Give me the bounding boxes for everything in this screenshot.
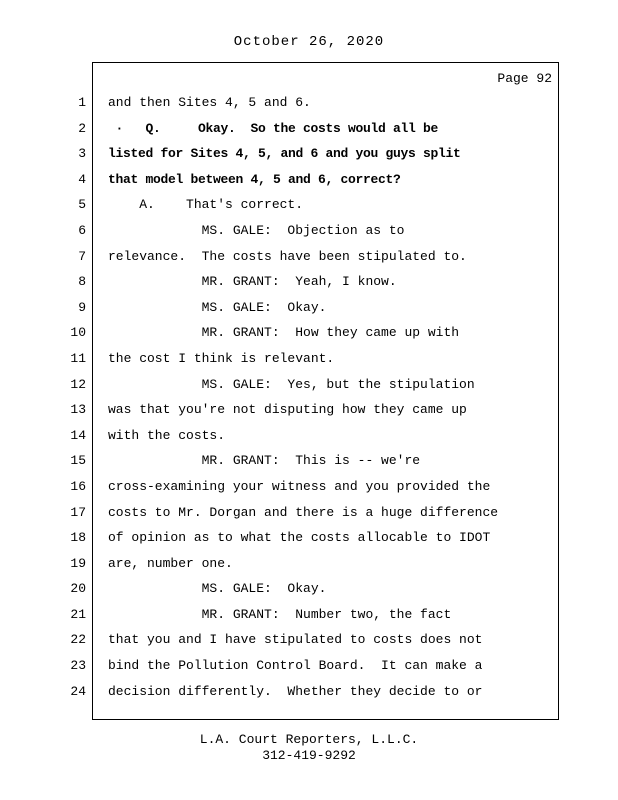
line-text: are, number one.: [108, 555, 233, 571]
line-text: bind the Pollution Control Board. It can…: [108, 658, 483, 674]
line-number: 19: [70, 555, 86, 571]
line-number: 18: [70, 530, 86, 546]
transcript-line: 8 MR. GRANT: Yeah, I know.: [0, 269, 618, 295]
transcript-line: 13 was that you're not disputing how they…: [0, 397, 618, 423]
line-number: 4: [78, 171, 86, 187]
line-number: 9: [78, 299, 86, 315]
transcript-line: 14 with the costs.: [0, 423, 618, 449]
line-number: 1: [78, 95, 86, 110]
line-text: MS. GALE: Okay.: [108, 299, 327, 315]
line-text: A. That's correct.: [108, 197, 304, 213]
line-text: MR. GRANT: This is -- we're: [108, 453, 421, 469]
date-header: October 26, 2020: [233, 34, 385, 50]
line-text: with the costs.: [108, 427, 226, 443]
line-number: 2: [78, 120, 86, 136]
transcript-line: 7 relevance. The costs have been stipulat…: [0, 244, 618, 270]
line-text: the cost I think is relevant.: [108, 350, 335, 366]
line-number: 23: [70, 658, 86, 674]
page-number-label: Page 92: [497, 71, 552, 86]
line-number: 22: [70, 632, 86, 648]
transcript-line: 3 listed for Sites 4, 5, and 6 and you gu…: [0, 141, 618, 167]
transcript-line: 20 MS. GALE: Okay.: [0, 576, 618, 602]
transcript-line: 1 and then Sites 4, 5 and 6.: [0, 90, 618, 116]
transcript-line: 16 cross-examining your witness and you p…: [0, 474, 618, 500]
line-text: · Q. Okay. So the costs would all be: [108, 120, 439, 136]
line-text: listed for Sites 4, 5, and 6 and you guy…: [108, 146, 461, 162]
line-text: costs to Mr. Dorgan and there is a huge …: [108, 504, 499, 520]
transcript-line: 2 · Q. Okay. So the costs would all be: [0, 116, 618, 142]
transcript-line: 21 MR. GRANT: Number two, the fact: [0, 602, 618, 628]
reporter-footer: L.A. Court Reporters, L.L.C. 312-419-929…: [0, 732, 618, 764]
line-text: and then Sites 4, 5 and 6.: [108, 95, 311, 110]
line-number: 20: [70, 581, 86, 597]
line-number: 16: [70, 478, 86, 494]
transcript-line: 18 of opinion as to what the costs alloca…: [0, 525, 618, 551]
transcript-line: 11 the cost I think is relevant.: [0, 346, 618, 372]
transcript-line: 5 A. That's correct.: [0, 192, 618, 218]
transcript-line: 12 MS. GALE: Yes, but the stipulation: [0, 372, 618, 398]
line-number: 6: [78, 222, 86, 238]
line-number: 7: [78, 248, 86, 264]
line-number: 21: [70, 606, 86, 622]
line-number: 10: [70, 325, 86, 341]
line-number: 15: [70, 453, 86, 469]
transcript-line: 22 that you and I have stipulated to cost…: [0, 627, 618, 653]
line-number: 14: [70, 427, 86, 443]
transcript-line: 6 MS. GALE: Objection as to: [0, 218, 618, 244]
transcript-lines: 1 and then Sites 4, 5 and 6. 2 · Q. Okay. …: [0, 90, 618, 704]
line-text: of opinion as to what the costs allocabl…: [108, 530, 491, 546]
transcript-line: 17 costs to Mr. Dorgan and there is a hug…: [0, 500, 618, 526]
line-text: MR. GRANT: Yeah, I know.: [108, 274, 397, 290]
line-number: 5: [78, 197, 86, 213]
line-text: relevance. The costs have been stipulate…: [108, 248, 467, 264]
line-text: that you and I have stipulated to costs …: [108, 632, 483, 648]
transcript-line: 15 MR. GRANT: This is -- we're: [0, 448, 618, 474]
transcript-border-box: [92, 62, 559, 720]
transcript-line: 24 decision differently. Whether they dec…: [0, 679, 618, 705]
line-number: 11: [70, 350, 86, 366]
line-number: 24: [70, 683, 86, 699]
transcript-line: 4 that model between 4, 5 and 6, correct?: [0, 167, 618, 193]
transcript-line: 9 MS. GALE: Okay.: [0, 295, 618, 321]
line-text: MS. GALE: Yes, but the stipulation: [108, 376, 475, 392]
line-number: 17: [70, 504, 86, 520]
line-number: 8: [78, 274, 86, 290]
line-number: 13: [70, 402, 86, 418]
line-text: that model between 4, 5 and 6, correct?: [108, 171, 401, 187]
line-text: was that you're not disputing how they c…: [108, 402, 467, 418]
line-number: 3: [78, 146, 86, 162]
transcript-line: 23 bind the Pollution Control Board. It c…: [0, 653, 618, 679]
line-text: MS. GALE: Objection as to: [108, 222, 405, 238]
line-text: MS. GALE: Okay.: [108, 581, 327, 597]
line-text: MR. GRANT: Number two, the fact: [108, 606, 452, 622]
reporter-name: L.A. Court Reporters, L.L.C.: [199, 732, 419, 747]
line-text: cross-examining your witness and you pro…: [108, 478, 491, 494]
line-number: 12: [70, 376, 86, 392]
transcript-line: 10 MR. GRANT: How they came up with: [0, 320, 618, 346]
line-text: decision differently. Whether they decid…: [108, 683, 483, 699]
transcript-line: 19 are, number one.: [0, 551, 618, 577]
reporter-phone: 312-419-9292: [262, 748, 356, 763]
line-text: MR. GRANT: How they came up with: [108, 325, 460, 341]
